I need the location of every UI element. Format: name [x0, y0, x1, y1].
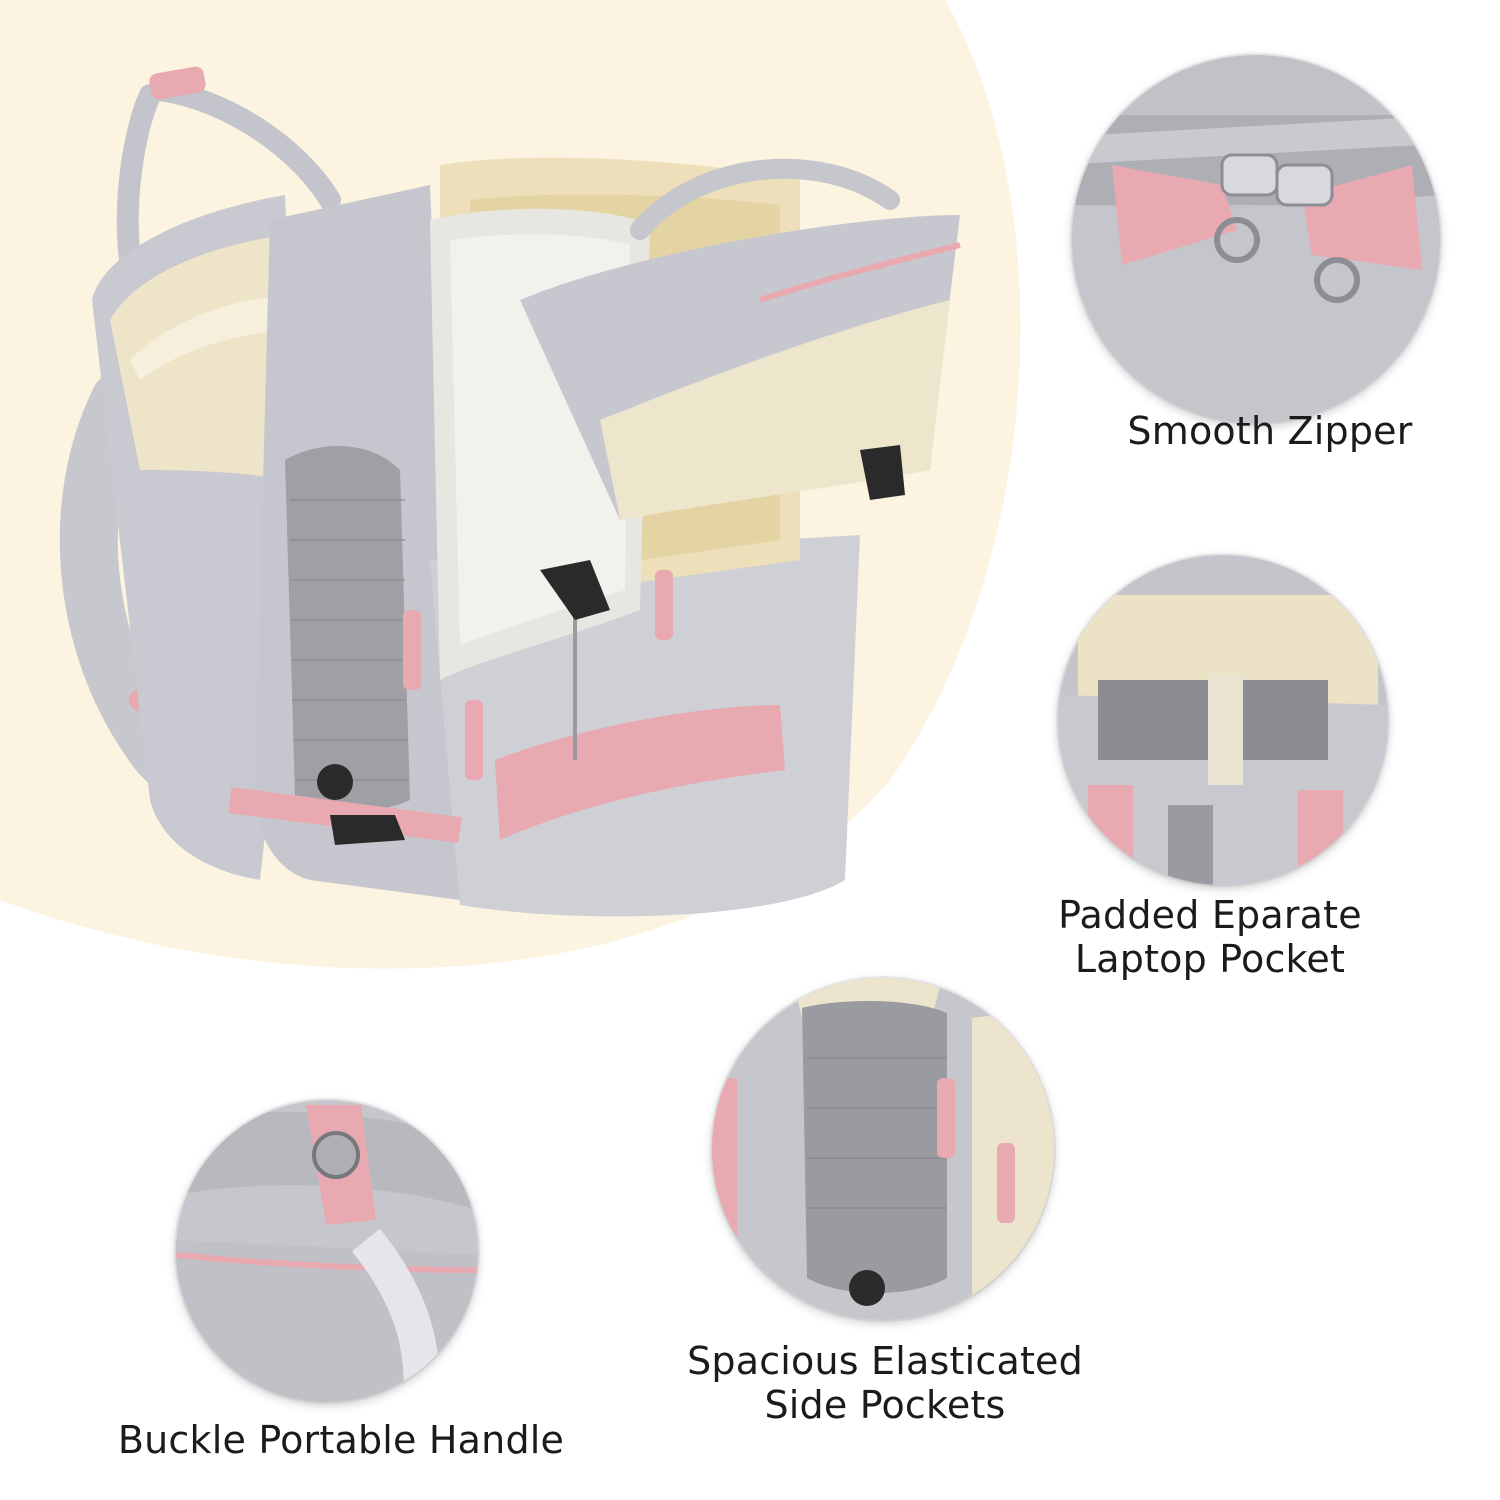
side-pockets-caption: Spacious Elasticated Side Pockets	[650, 1339, 1120, 1427]
laptop-caption-line2: Laptop Pocket	[1074, 937, 1346, 981]
handle-caption-text: Buckle Portable Handle	[117, 1418, 565, 1462]
side-pockets-caption-line1: Spacious Elasticated	[687, 1339, 1083, 1383]
zipper-detail-circle	[1072, 55, 1440, 423]
laptop-caption: Padded Eparate Laptop Pocket	[1030, 893, 1390, 981]
handle-detail-circle	[176, 1100, 478, 1402]
laptop-pocket-detail-circle	[1058, 555, 1388, 885]
laptop-caption-line1: Padded Eparate	[1058, 893, 1362, 937]
zipper-caption-text: Smooth Zipper	[1127, 409, 1413, 453]
handle-caption: Buckle Portable Handle	[86, 1418, 596, 1462]
side-pockets-caption-line2: Side Pockets	[764, 1383, 1006, 1427]
zipper-caption: Smooth Zipper	[1110, 409, 1430, 453]
side-pockets-detail-circle	[712, 978, 1054, 1320]
